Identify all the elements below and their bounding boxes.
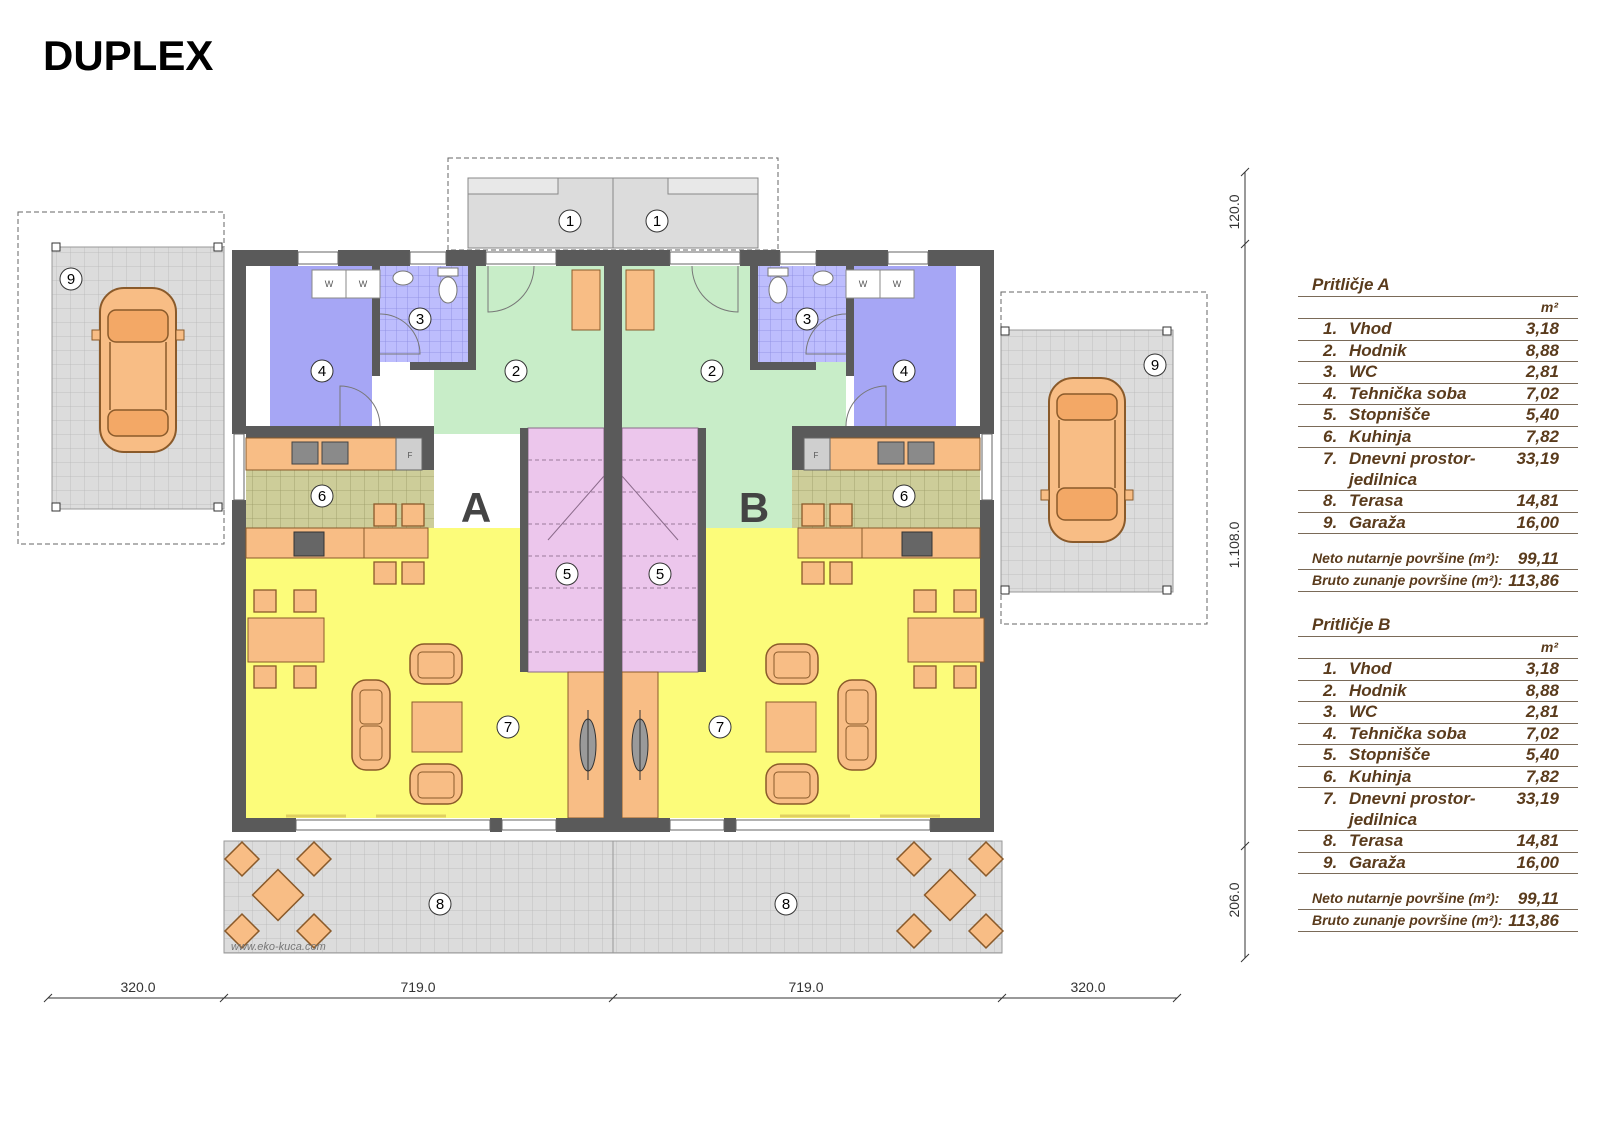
room-number-marker: 5	[555, 562, 579, 586]
dimension-label: 206.0	[1226, 882, 1242, 917]
net-area-row: Neto nutarnje površine (m²):99,11	[1298, 548, 1578, 570]
room-number: 2	[708, 363, 716, 380]
fridge-label: F	[408, 451, 413, 460]
room-number-marker: 6	[310, 484, 334, 508]
dimension-label: 320.0	[120, 979, 155, 995]
room-number-marker: 8	[774, 892, 798, 916]
room-number-marker: 4	[892, 359, 916, 383]
room-number: 4	[900, 363, 908, 380]
dimension-label: 320.0	[1070, 979, 1105, 995]
room-number-marker: 3	[408, 307, 432, 331]
table-title: Pritličje B	[1298, 614, 1578, 637]
dimension-label: 719.0	[788, 979, 823, 995]
room-number-marker: 2	[700, 359, 724, 383]
room-number-marker: 4	[310, 359, 334, 383]
washer-label: W	[359, 279, 368, 289]
room-number-marker: 6	[892, 484, 916, 508]
gross-area-row: Bruto zunanje površine (m²):113,86	[1298, 910, 1578, 932]
walls	[232, 250, 994, 832]
room-number-marker: 3	[795, 307, 819, 331]
room-number: 5	[563, 566, 571, 583]
garage-posts	[51, 242, 1172, 595]
room-number-marker: 2	[504, 359, 528, 383]
kitchen-right: F	[797, 437, 981, 559]
stair-treads	[528, 459, 698, 653]
room-number: 6	[900, 488, 908, 505]
room-number: 9	[67, 271, 75, 288]
windows	[233, 251, 993, 831]
room-number: 8	[436, 896, 444, 913]
net-area-row: Neto nutarnje površine (m²):99,11	[1298, 888, 1578, 910]
room-number: 2	[512, 363, 520, 380]
dimension-lines	[43, 167, 1250, 1003]
room-number-marker: 7	[708, 715, 732, 739]
room-number: 3	[416, 311, 424, 328]
unit-label-a: A	[461, 484, 491, 531]
room-number: 6	[318, 488, 326, 505]
room-number-markers: 1 1 2 2 3 3 4 4 5 5 6 6 7 7 8 8 9 9	[59, 209, 1167, 916]
dimension-label: 719.0	[400, 979, 435, 995]
lounge-left	[351, 643, 463, 805]
table-unit: m²	[1298, 297, 1578, 319]
room-number: 9	[1151, 357, 1159, 374]
room-number: 1	[653, 213, 661, 230]
washer-label: W	[893, 279, 902, 289]
room-number-marker: 9	[1143, 353, 1167, 377]
room-number: 8	[782, 896, 790, 913]
fridge-label: F	[814, 451, 819, 460]
gross-area-row: Bruto zunanje površine (m²):113,86	[1298, 570, 1578, 592]
dimension-label: 120.0	[1226, 194, 1242, 229]
table-unit: m²	[1298, 637, 1578, 659]
dimension-label: 1.108.0	[1226, 521, 1242, 568]
unit-label-b: B	[739, 484, 769, 531]
room-number: 3	[803, 311, 811, 328]
room-number-marker: 5	[648, 562, 672, 586]
car-icon	[1040, 377, 1134, 543]
washer-label: W	[859, 279, 868, 289]
dining-right	[907, 589, 985, 689]
room-number: 7	[504, 719, 512, 736]
washer-label: W	[325, 279, 334, 289]
room-number-marker: 1	[558, 209, 582, 233]
room-number: 1	[566, 213, 574, 230]
room-number-marker: 7	[496, 715, 520, 739]
stair-rail-icons	[579, 710, 649, 780]
page-title: DUPLEX	[43, 32, 214, 79]
room-number: 4	[318, 363, 326, 380]
room-number: 5	[656, 566, 664, 583]
lounge-right	[765, 643, 877, 805]
car-icon	[91, 287, 185, 453]
table-title: Pritličje A	[1298, 274, 1578, 297]
dining-left	[247, 589, 325, 689]
room-number: 7	[716, 719, 724, 736]
room-number-marker: 9	[59, 267, 83, 291]
room-number-marker: 8	[428, 892, 452, 916]
watermark: www.eko-kuca.com	[231, 941, 326, 953]
doors	[339, 265, 887, 427]
room-number-marker: 1	[645, 209, 669, 233]
kitchen-left: F	[245, 437, 429, 559]
appliances: W W W W	[311, 267, 915, 304]
